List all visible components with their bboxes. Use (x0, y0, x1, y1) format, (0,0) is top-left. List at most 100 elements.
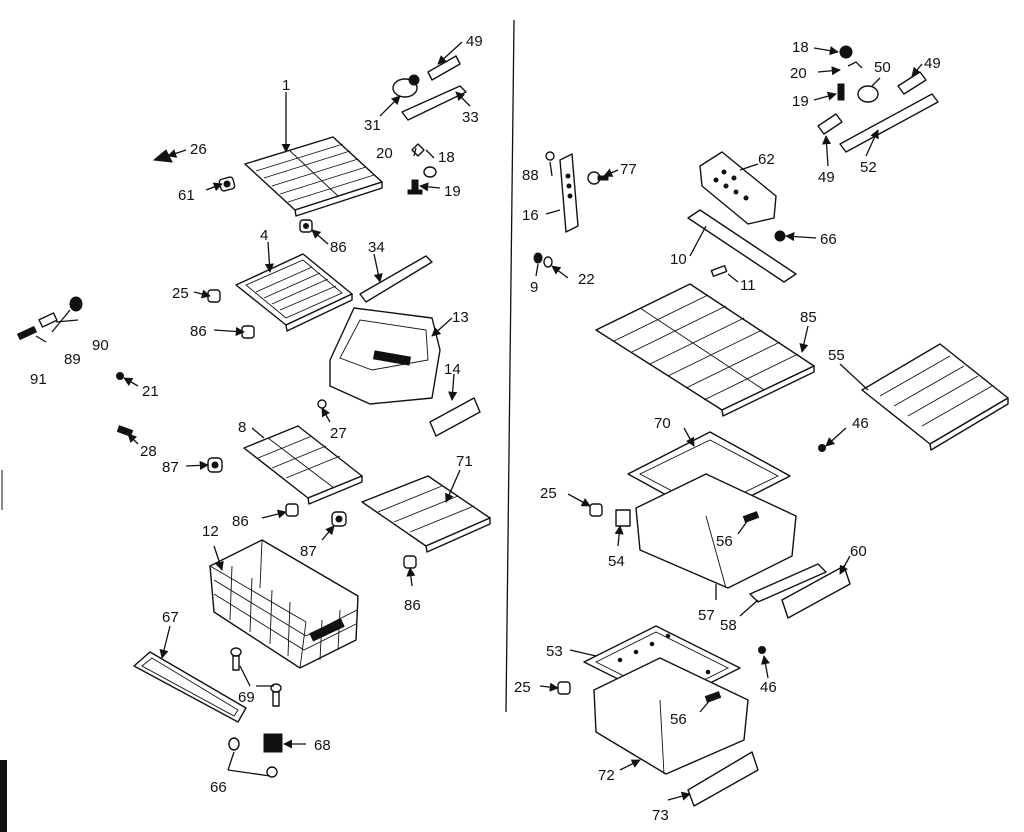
callout-28: 28 (140, 443, 157, 460)
callout-86-d: 86 (404, 597, 421, 614)
callout-53: 53 (546, 643, 563, 660)
callout-56-b: 56 (670, 711, 687, 728)
center-divider (505, 19, 515, 713)
callout-72: 72 (598, 767, 615, 784)
callout-31: 31 (364, 117, 381, 134)
callout-21: 21 (142, 383, 159, 400)
part-52-hinge-cover (839, 93, 939, 153)
part-46-b (758, 646, 766, 654)
callout-20-left: 20 (376, 145, 393, 162)
part-46-a (818, 444, 826, 452)
callout-20-right: 20 (790, 65, 807, 82)
callout-66-left: 66 (210, 779, 227, 796)
callout-69: 69 (238, 689, 255, 706)
callout-labels: 1 49 31 33 26 20 18 19 61 86 4 34 25 86 … (30, 33, 941, 824)
callout-55: 55 (828, 347, 845, 364)
part-14-bar (429, 397, 481, 437)
callout-71: 71 (456, 453, 473, 470)
callout-46-b: 46 (760, 679, 777, 696)
part-10-channel (687, 209, 797, 283)
callout-9: 9 (530, 279, 538, 296)
callout-13: 13 (452, 309, 469, 326)
callout-57: 57 (698, 607, 715, 624)
callout-77: 77 (620, 161, 637, 178)
callout-16: 16 (522, 207, 539, 224)
callout-49-left: 49 (466, 33, 483, 50)
callout-86-b: 86 (190, 323, 207, 340)
part-86-c (285, 503, 299, 517)
callout-19-left: 19 (444, 183, 461, 200)
part-49-rod-lower (817, 113, 843, 135)
part-28-pin (116, 425, 134, 437)
part-9-22 (533, 252, 553, 268)
part-49-rod-left (408, 55, 461, 86)
part-25-c (557, 681, 571, 695)
callout-27: 27 (330, 425, 347, 442)
callout-73: 73 (652, 807, 669, 824)
callout-68: 68 (314, 737, 331, 754)
part-21-screw (116, 372, 124, 380)
part-60-front (781, 565, 851, 619)
part-55-shelf (861, 343, 1009, 451)
callout-91: 91 (30, 371, 47, 388)
callout-86-c: 86 (232, 513, 249, 530)
callout-33: 33 (462, 109, 479, 126)
part-87-a (207, 457, 223, 473)
part-69-screws (230, 647, 282, 707)
callout-14: 14 (444, 361, 461, 378)
part-12-wire-basket (209, 539, 359, 669)
part-57-drawer (635, 473, 797, 589)
callout-66-right: 66 (820, 231, 837, 248)
callout-19-right: 19 (792, 93, 809, 110)
callout-18-right: 18 (792, 39, 809, 56)
callout-60: 60 (850, 543, 867, 560)
callout-58: 58 (720, 617, 737, 634)
callout-89: 89 (64, 351, 81, 368)
callout-26: 26 (190, 141, 207, 158)
part-73-front (687, 751, 759, 807)
callout-4: 4 (260, 227, 268, 244)
callout-62: 62 (758, 151, 775, 168)
part-1-wire-shelf (244, 136, 383, 217)
callout-12: 12 (202, 523, 219, 540)
callout-18-left: 18 (438, 149, 455, 166)
callout-85: 85 (800, 309, 817, 326)
callout-25-c: 25 (514, 679, 531, 696)
callout-90: 90 (92, 337, 109, 354)
part-33-hinge-cover (401, 85, 467, 121)
callout-10: 10 (670, 251, 687, 268)
part-62-rack (699, 151, 777, 225)
callout-54: 54 (608, 553, 625, 570)
part-11-screw (710, 265, 728, 277)
callout-49-right: 49 (924, 55, 941, 72)
part-58-trim (749, 563, 827, 603)
callout-25-b: 25 (540, 485, 557, 502)
part-56-a (742, 511, 760, 523)
part-86-a (299, 219, 313, 233)
callout-49-lower: 49 (818, 169, 835, 186)
part-27-clip (317, 399, 327, 409)
callout-1: 1 (282, 77, 290, 94)
part-67-rail (133, 651, 247, 723)
callout-88: 88 (522, 167, 539, 184)
callout-87-a: 87 (162, 459, 179, 476)
part-66-nuts (228, 737, 278, 778)
part-87-b (331, 511, 347, 527)
part-72-drawer (593, 657, 749, 775)
part-66-right (774, 230, 786, 242)
part-18-20-19-right (837, 45, 863, 101)
part-77-screw (587, 171, 609, 185)
part-71-shelf (361, 475, 491, 553)
part-4-shelf (235, 253, 353, 332)
callout-25-a: 25 (172, 285, 189, 302)
callout-46-a: 46 (852, 415, 869, 432)
callout-8: 8 (238, 419, 246, 436)
part-16-bracket (545, 151, 579, 233)
callout-87-b: 87 (300, 543, 317, 560)
callout-52: 52 (860, 159, 877, 176)
callout-61: 61 (178, 187, 195, 204)
callout-50: 50 (874, 59, 891, 76)
part-61-support (218, 176, 236, 192)
callout-70: 70 (654, 415, 671, 432)
